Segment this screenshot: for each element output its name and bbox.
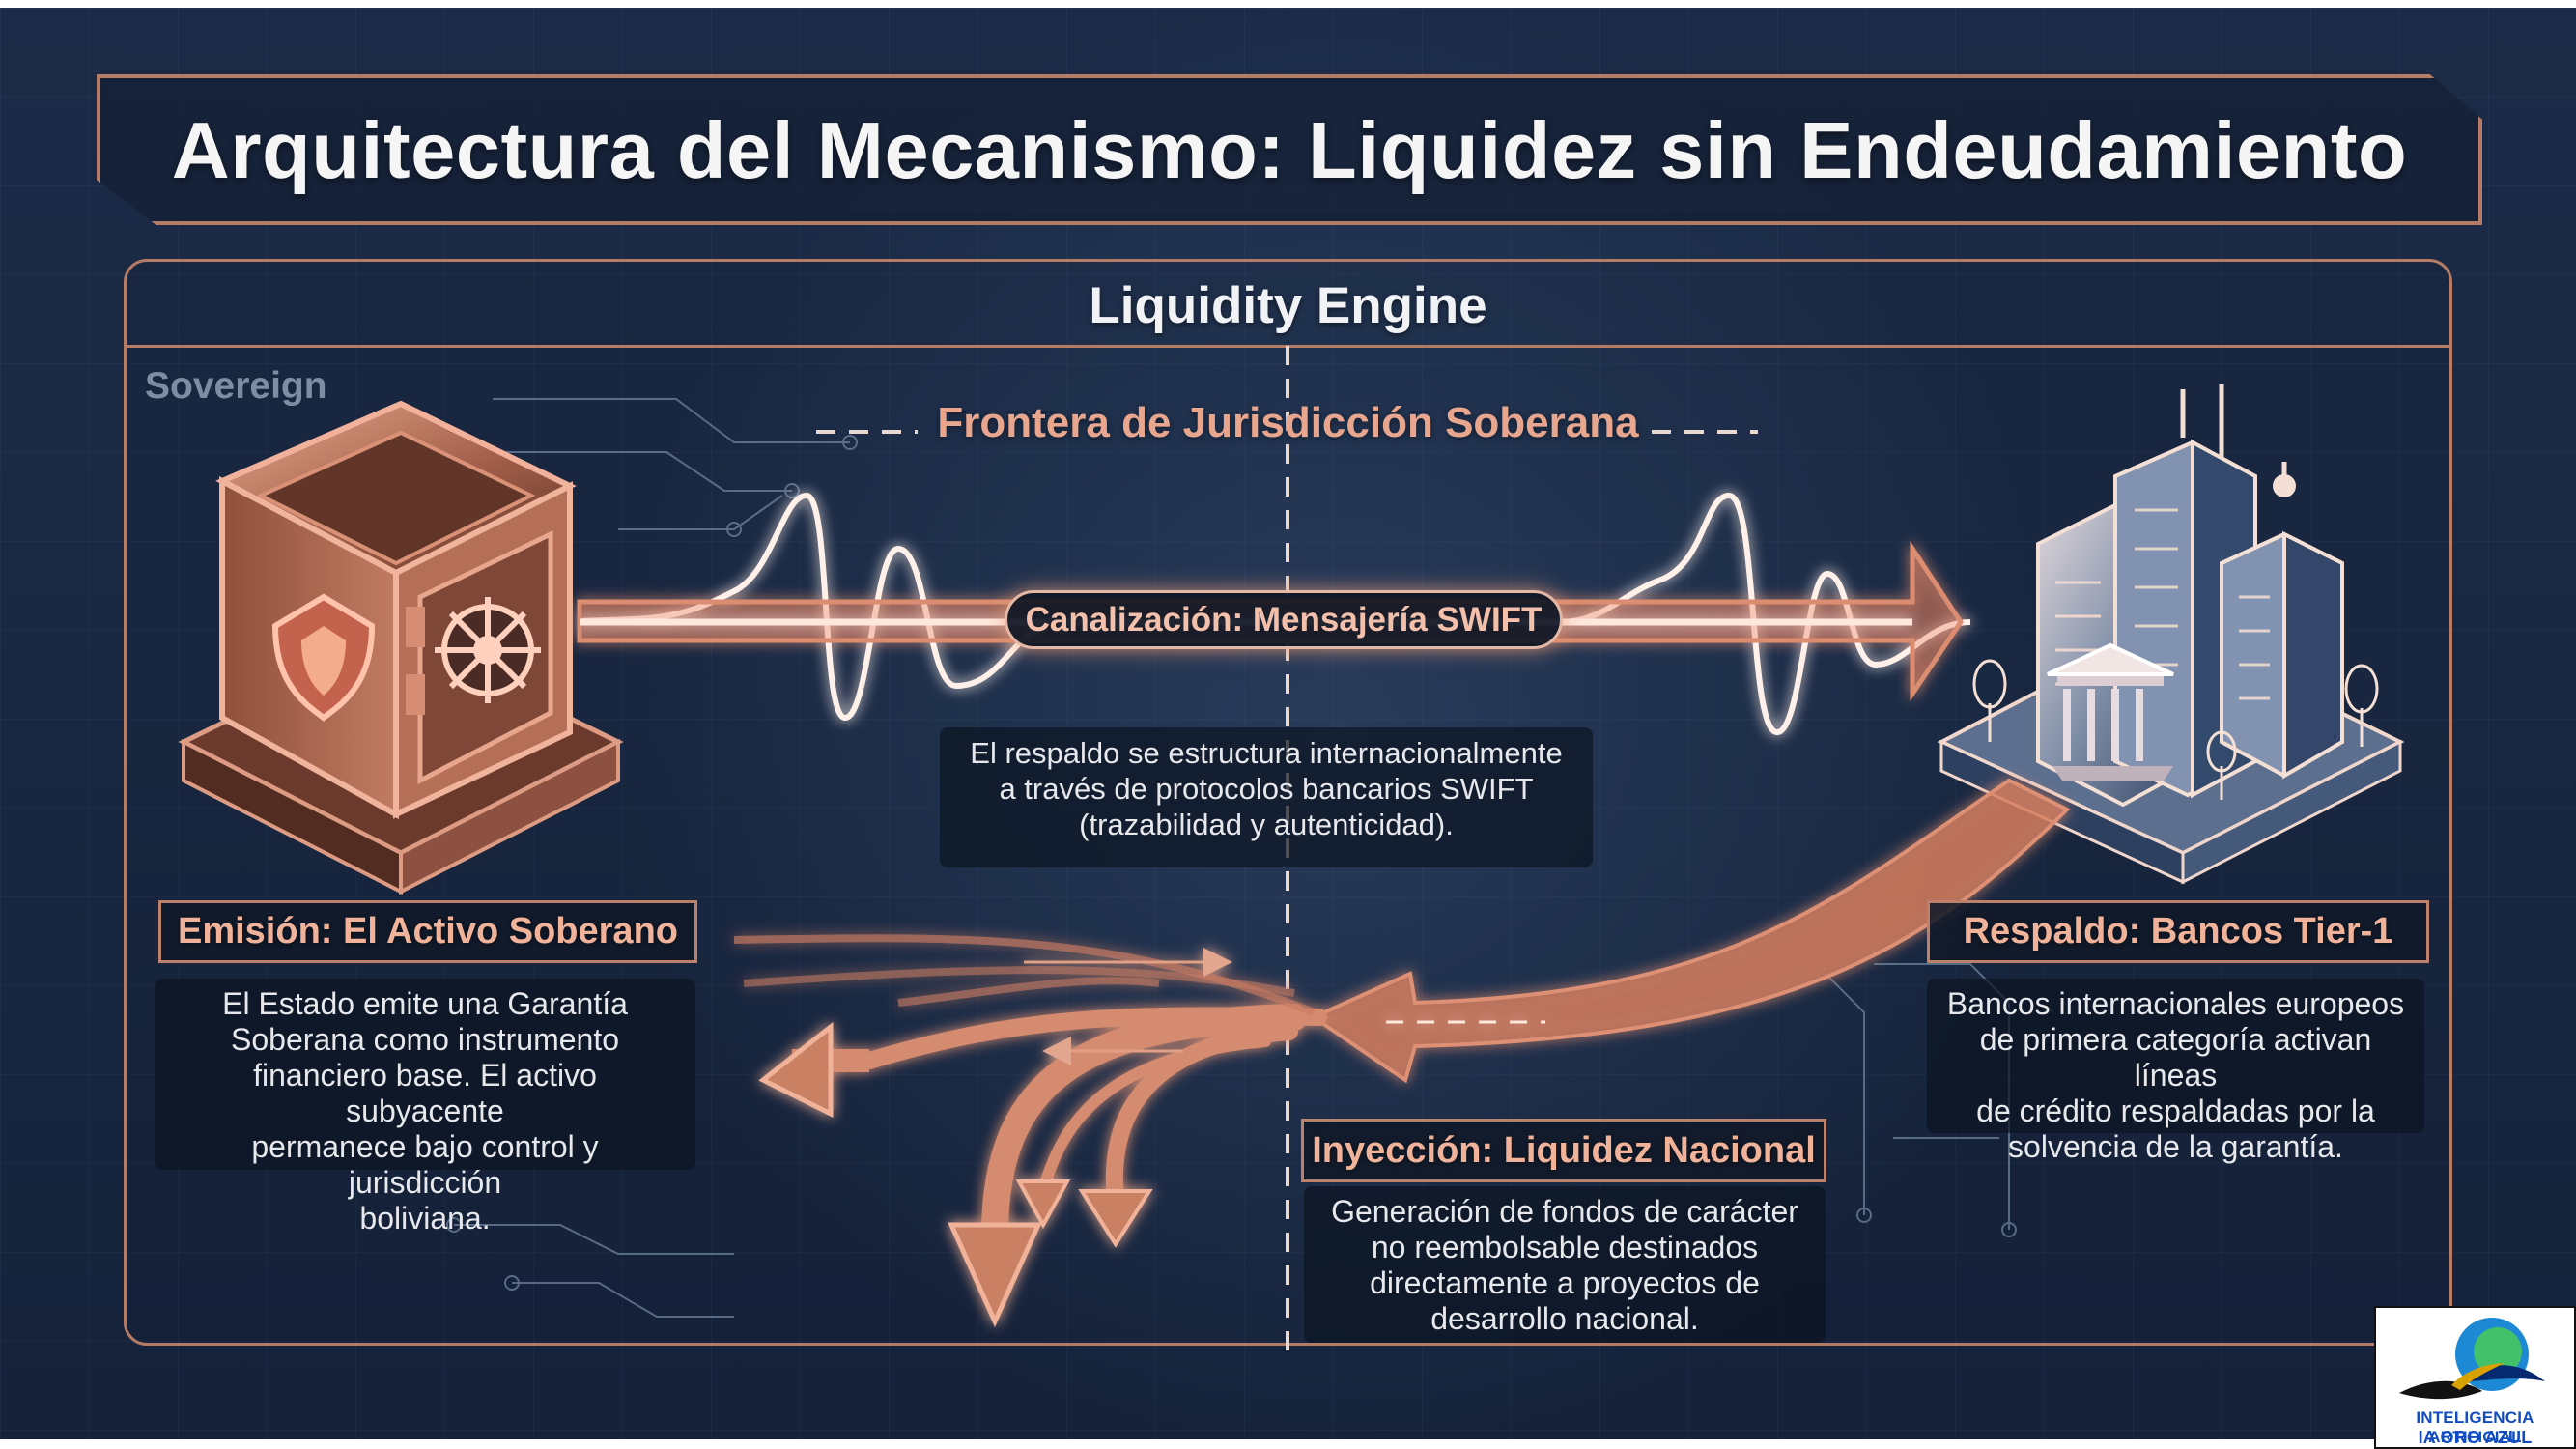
injection-description-line-1: Generación de fondos de carácter	[1331, 1194, 1798, 1229]
engine-title: Liquidity Engine	[1089, 277, 1487, 334]
backing-description-line-4: solvencia de la garantía.	[2008, 1129, 2343, 1164]
ia-oro-azul-logo: INTELIGENCIA ARTIFICIAL IA ORO AZUL	[2374, 1306, 2576, 1449]
logo-line-2: IA ORO AZUL	[2418, 1428, 2533, 1447]
swift-description-line-2: a través de protocolos bancarios SWIFT	[999, 772, 1534, 806]
emission-label: Emisión: El Activo Soberano	[158, 900, 697, 963]
swift-description-line-3: (trazabilidad y autenticidad).	[1079, 808, 1454, 841]
backing-label: Respaldo: Bancos Tier-1	[1927, 900, 2429, 963]
emission-description-line-1: El Estado emite una Garantía	[222, 986, 628, 1021]
emission-description-line-2: Soberana como instrumento	[231, 1022, 619, 1057]
backing-description: Bancos internacionales europeos de prime…	[1927, 979, 2424, 1164]
sovereign-zone-label: Sovereign	[145, 365, 327, 407]
page-title: Arquitectura del Mecanismo: Liquidez sin…	[171, 105, 2408, 195]
backing-description-line-1: Bancos internacionales europeos	[1946, 986, 2405, 1021]
injection-description-line-4: desarrollo nacional.	[1430, 1301, 1699, 1336]
swift-description-line-1: El respaldo se estructura internacionalm…	[970, 736, 1563, 770]
bank-icon	[2047, 642, 2174, 781]
injection-label: Inyección: Liquidez Nacional	[1301, 1119, 1826, 1182]
emission-description-line-5: boliviana.	[359, 1201, 491, 1236]
title-frame: Arquitectura del Mecanismo: Liquidez sin…	[97, 74, 2482, 225]
backing-description-line-3: de crédito respaldadas por la	[1976, 1094, 2375, 1128]
swift-description: El respaldo se estructura internacionalm…	[940, 727, 1593, 867]
injection-description-line-3: directamente a proyectos de	[1370, 1265, 1760, 1300]
backing-description-line-2: de primera categoría activan líneas	[1979, 1022, 2372, 1093]
vault-icon	[178, 400, 624, 895]
circuit-lines	[446, 398, 2017, 1318]
emission-description-line-4: permanece bajo control y jurisdicción	[251, 1129, 599, 1200]
emission-description-line-3: financiero base. El activo subyacente	[253, 1058, 597, 1128]
diagram-canvas: Arquitectura del Mecanismo: Liquidez sin…	[0, 8, 2576, 1439]
jurisdiction-boundary-label: Frontera de Jurisdicción Soberana	[937, 399, 1639, 446]
city-buildings-icon	[1937, 384, 2405, 885]
emission-description: El Estado emite una Garantía Soberana co…	[155, 979, 695, 1236]
logo-icon	[2399, 1318, 2545, 1400]
swift-channel-label: Canalización: Mensajería SWIFT	[1005, 590, 1563, 649]
logo-line-1: INTELIGENCIA ARTIFICIAL	[2416, 1408, 2534, 1446]
injection-description-line-2: no reembolsable destinados	[1371, 1230, 1759, 1264]
injection-description: Generación de fondos de carácter no reem…	[1304, 1186, 1826, 1343]
liquidity-arrows	[733, 778, 2071, 1328]
